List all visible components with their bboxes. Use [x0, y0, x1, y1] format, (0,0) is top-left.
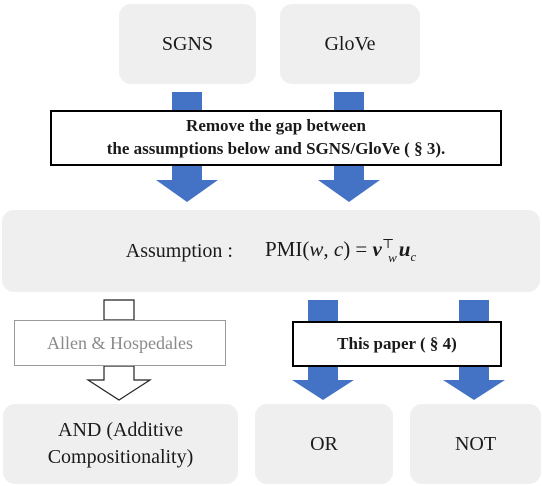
remove-gap-line1: Remove the gap between [186, 116, 366, 136]
pmi-c: c [333, 237, 344, 262]
allen-hospedales-box: Allen & Hospedales [14, 320, 226, 366]
allen-hospedales-label: Allen & Hospedales [47, 332, 193, 353]
outline-arrow-lower [85, 365, 153, 401]
arrow-shaft-sgns [172, 92, 202, 112]
remove-gap-line2: the assumptions below and SGNS/GloVe ( §… [106, 139, 446, 158]
assumption-box: Assumption : PMI(w, c) = v⊤wuc [2, 210, 540, 292]
transpose-sup: ⊤ [381, 236, 395, 252]
arrow-down-right [318, 166, 380, 202]
sgns-box: SGNS [119, 4, 256, 84]
arrow-down-or [292, 366, 354, 400]
and-line2: Compositionality) [47, 446, 194, 468]
pmi-w: w [309, 237, 324, 262]
remove-gap-box: Remove the gap between the assumptions b… [50, 110, 502, 166]
pmi-comma: , [323, 237, 334, 262]
and-line1: AND (Additive [58, 419, 183, 441]
vector-v: v [372, 237, 382, 262]
arrow-shaft-glove [334, 92, 364, 112]
v-sub-w: w [388, 249, 397, 265]
outline-arrow-upper [103, 299, 135, 321]
arrow-shaft-not-top [459, 300, 489, 322]
glove-box: GloVe [280, 4, 420, 84]
and-box: AND (Additive Compositionality) [3, 404, 238, 484]
arrow-shaft-or-top [308, 300, 338, 322]
arrow-down-left [156, 166, 218, 202]
glove-label: GloVe [324, 32, 376, 55]
or-label: OR [310, 432, 338, 455]
pmi-formula: PMI(w, c) = v⊤wuc [265, 236, 416, 265]
vector-u: u [398, 237, 411, 262]
sgns-label: SGNS [161, 32, 214, 55]
this-paper-box: This paper ( § 4) [292, 321, 502, 367]
not-label: NOT [454, 432, 497, 455]
arrow-down-not [443, 366, 505, 400]
assumption-label: Assumption : [125, 239, 233, 262]
u-sub-c: c [410, 249, 417, 265]
pmi-text: PMI( [265, 237, 310, 262]
or-box: OR [255, 404, 393, 484]
pmi-eq: ) = [343, 237, 373, 262]
not-box: NOT [410, 404, 541, 484]
this-paper-label: This paper ( § 4) [337, 333, 457, 353]
